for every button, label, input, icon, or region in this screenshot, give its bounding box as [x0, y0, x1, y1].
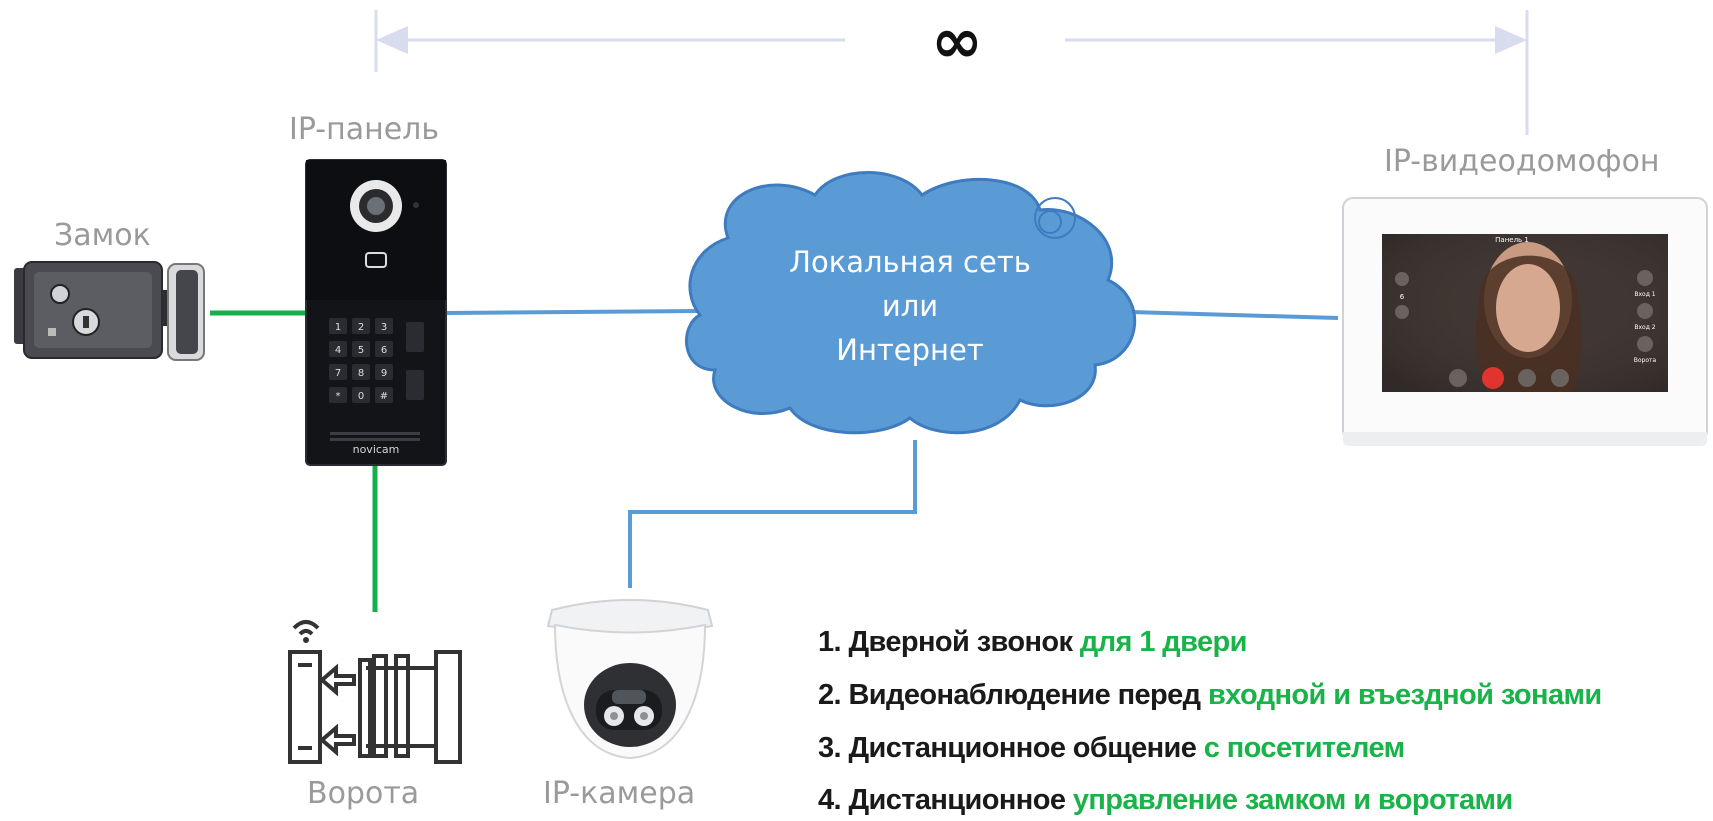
- cloud-text: Локальная сеть или Интернет: [740, 240, 1080, 372]
- svg-text:#: #: [380, 391, 388, 402]
- feature-2-highlight: входной и въездной зонами: [1207, 679, 1602, 711]
- feature-2-text: 2. Видеонаблюдение перед: [818, 679, 1201, 711]
- label-camera: IP-камера: [543, 776, 696, 811]
- lock-device: [14, 261, 205, 361]
- cloud-line-1: Локальная сеть: [789, 245, 1031, 279]
- panel-brand: novicam: [353, 443, 400, 456]
- label-panel: IP-панель: [289, 112, 440, 147]
- label-lock: Замок: [54, 218, 151, 253]
- svg-text:1: 1: [335, 322, 341, 333]
- monitor-screen-title: Панель 1: [1495, 236, 1529, 244]
- gate-icon: [288, 620, 462, 764]
- blue-wires: [445, 309, 1339, 588]
- feature-3-text: 3. Дистанционное общение: [818, 732, 1197, 764]
- label-gate: Ворота: [307, 776, 420, 811]
- svg-text:0: 0: [358, 391, 364, 402]
- monitor-right-label-1: Вход 1: [1634, 291, 1655, 298]
- infinity-symbol: ∞: [931, 4, 983, 77]
- feature-4: 4. Дистанционное управление замком и вор…: [818, 784, 1513, 817]
- svg-text:2: 2: [358, 322, 364, 333]
- cloud-line-2: или: [881, 289, 939, 323]
- monitor-volume-value: 6: [1400, 293, 1405, 301]
- svg-text:9: 9: [381, 368, 387, 379]
- monitor-right-label-3: Ворота: [1634, 357, 1657, 364]
- feature-4-highlight: управление замком и воротами: [1072, 784, 1513, 816]
- feature-3-highlight: с посетителем: [1203, 732, 1405, 764]
- svg-text:5: 5: [358, 345, 364, 356]
- feature-2: 2. Видеонаблюдение перед входной и въезд…: [818, 679, 1602, 712]
- feature-1: 1. Дверной звонок для 1 двери: [818, 626, 1247, 659]
- svg-text:3: 3: [381, 322, 387, 333]
- feature-1-text: 1. Дверной звонок: [818, 626, 1073, 658]
- ip-monitor-device: Панель 1 6 Вход 1 Вход 2 Ворота: [1342, 197, 1708, 446]
- svg-text:4: 4: [335, 345, 341, 356]
- panel-keypad: 1 2 3 4 5 6 7 8 9 * 0 #: [329, 318, 424, 403]
- ip-camera-device: [546, 599, 714, 760]
- feature-3: 3. Дистанционное общение с посетителем: [818, 732, 1405, 765]
- svg-text:7: 7: [335, 368, 341, 379]
- svg-text:6: 6: [381, 345, 387, 356]
- monitor-right-label-2: Вход 2: [1634, 324, 1655, 331]
- cloud-line-3: Интернет: [836, 333, 984, 367]
- svg-text:*: *: [336, 391, 341, 402]
- green-wires: [210, 310, 378, 612]
- feature-1-highlight: для 1 двери: [1079, 626, 1248, 658]
- network-cloud: [685, 171, 1137, 435]
- range-arrow: [374, 10, 1529, 135]
- svg-text:8: 8: [358, 368, 364, 379]
- label-monitor: IP-видеодомофон: [1384, 144, 1660, 179]
- feature-4-text: 4. Дистанционное: [818, 784, 1066, 816]
- ip-panel-device: 1 2 3 4 5 6 7 8 9 * 0 # novicam: [305, 159, 447, 466]
